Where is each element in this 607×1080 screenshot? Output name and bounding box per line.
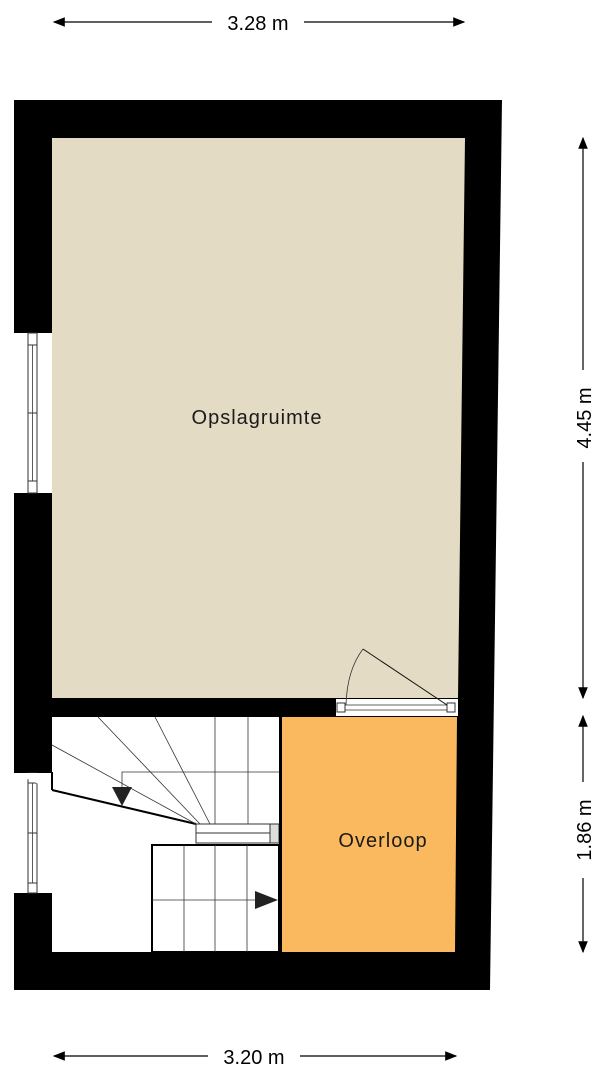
window-left-lower <box>14 772 52 894</box>
storage-room <box>52 138 465 698</box>
dimension-bottom-label: 3.20 m <box>223 1047 284 1069</box>
door <box>336 648 458 716</box>
landing-room <box>282 717 457 952</box>
dimension-right-upper: 4.45 m <box>574 136 596 700</box>
room-label-landing: Overloop <box>338 830 427 852</box>
dimension-right-lower-label: 1.86 m <box>574 799 596 860</box>
window-left-upper <box>14 332 52 494</box>
dimension-top: 3.28 m <box>52 13 466 35</box>
stair-up-arrow-icon <box>255 891 278 909</box>
dimension-bottom: 3.20 m <box>52 1047 458 1069</box>
stair-down-arrow-icon <box>112 787 132 806</box>
dimension-right-upper-label: 4.45 m <box>574 387 596 448</box>
dimension-top-label: 3.28 m <box>227 13 288 35</box>
room-label-storage: Opslagruimte <box>192 407 323 429</box>
dimension-right-lower: 1.86 m <box>574 714 596 954</box>
staircase <box>14 716 281 953</box>
